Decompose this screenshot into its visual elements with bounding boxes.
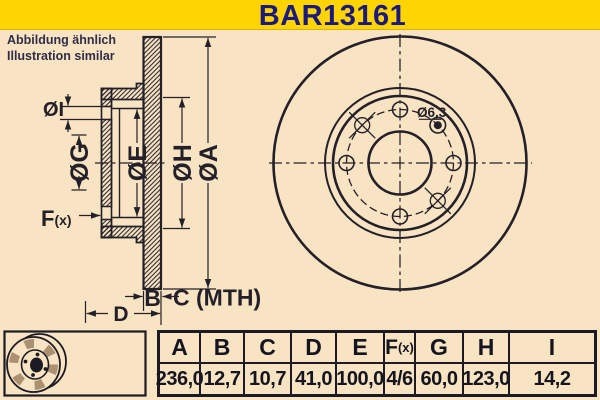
value-e: 100,0	[335, 362, 384, 394]
value-b: 12,7	[199, 362, 243, 394]
col-header-d: D	[290, 333, 335, 362]
dim-label-a: ØA	[195, 144, 223, 182]
header-band	[0, 0, 600, 30]
center-bore-circle	[367, 130, 433, 196]
col-header-h: H	[462, 333, 508, 362]
disc-icon-bolt-holes	[23, 352, 48, 377]
front-centerlines	[269, 34, 532, 292]
flange-bolt-hole-top	[100, 105, 113, 121]
value-g: 60,0	[414, 362, 462, 394]
col-header-a: A	[171, 334, 188, 360]
hat-inner-circle	[331, 94, 469, 232]
value-c: 10,7	[243, 362, 290, 394]
col-header-b: B	[199, 333, 243, 362]
value-a: 236,0	[156, 362, 204, 394]
note-line-en: Illustration similar	[7, 48, 115, 63]
hub-flange-section	[100, 87, 113, 239]
bolt-holes	[338, 101, 462, 225]
col-header-c: C	[243, 333, 290, 362]
col-header-e: E	[335, 333, 383, 362]
flange-bolt-hole-bottom	[100, 205, 113, 221]
value-d: 41,0	[290, 362, 335, 394]
dim-label-i: ØI	[43, 99, 64, 121]
hat-outer-circle	[324, 87, 476, 239]
dim-label-h: ØH	[169, 144, 197, 182]
bolt-circle	[345, 108, 455, 218]
page-title: BAR13161	[258, 0, 407, 32]
col-header-g: G	[414, 333, 462, 362]
disc-icon-box	[3, 330, 147, 397]
col-header-i: I	[508, 333, 594, 362]
dim-label-f: F(x)	[41, 206, 72, 231]
hole-diameter-label: Ø6,3	[417, 105, 447, 120]
front-view: Ø6,3	[269, 34, 532, 292]
outer-diameter-circle	[272, 35, 528, 291]
disc-icon-center-hole	[30, 357, 43, 373]
value-f: 4/6	[383, 362, 414, 394]
disc-icon	[3, 330, 147, 397]
dim-label-d: D	[113, 303, 128, 326]
value-h: 123,0	[462, 362, 510, 394]
dim-label-b: B	[144, 285, 161, 311]
cross-section-view: ØI ØG ØE ØH ØA F(x) B C (MTH) D	[41, 35, 261, 326]
friction-ring-section	[142, 35, 163, 291]
dim-label-e: ØE	[124, 145, 152, 181]
dim-label-g: ØG	[66, 143, 94, 182]
bolt-holes-crossed	[348, 111, 452, 215]
value-i: 14,2	[508, 362, 594, 394]
hub-recess-lines	[111, 107, 144, 219]
col-header-f: F(x)	[383, 333, 414, 362]
dim-label-c: C (MTH)	[173, 285, 261, 311]
bolt-hole-marked	[419, 116, 447, 134]
spec-table: A B C D E F(x) G H I 236,0 12,7 10,7 41,…	[156, 330, 597, 397]
dimension-lines	[60, 36, 216, 325]
disc-icon-shading	[9, 339, 58, 390]
note-line-de: Abbildung ähnlich	[7, 33, 117, 47]
